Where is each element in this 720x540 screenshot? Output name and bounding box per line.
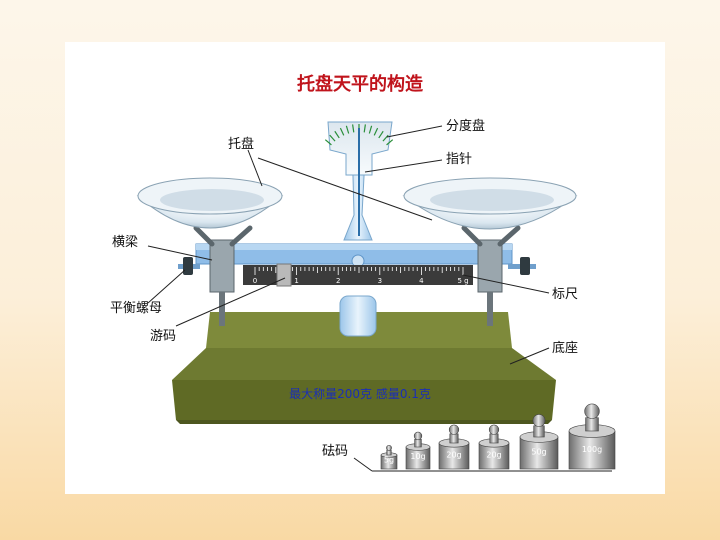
dial-tick: [382, 134, 389, 142]
diagram-title: 托盘天平的构造: [297, 73, 423, 95]
weights-set: 5g 10g 20g 20g 50g 100g: [380, 403, 616, 470]
dial-tick: [386, 139, 394, 146]
weight-5[interactable]: 100g: [568, 403, 616, 470]
capacity-text: 最大称量200克 感量0.1克: [289, 386, 431, 401]
label-balance-nut: 平衡螺母: [110, 301, 162, 316]
dial-tick: [373, 127, 379, 136]
label-pointer: 指针: [446, 152, 472, 167]
dial-tick: [324, 139, 332, 146]
scale-tick-label: 3: [378, 277, 382, 285]
dial-tick: [339, 127, 345, 136]
weight-label: 5g: [384, 456, 394, 465]
scale-bar: 0 1 2 3 4 5 g: [243, 263, 473, 287]
weight-label: 20g: [486, 450, 501, 459]
label-weights: 砝码: [322, 444, 348, 459]
leader-lines: [147, 125, 612, 472]
weight-1[interactable]: 10g: [405, 431, 431, 470]
scale-tick-label: 5 g: [457, 277, 468, 285]
left-balance-nut: [183, 257, 193, 275]
dial: [324, 121, 394, 236]
label-rider: 游码: [150, 329, 176, 344]
label-beam: 横梁: [112, 235, 138, 250]
right-pan: [402, 177, 578, 230]
right-balance-nut: [520, 257, 530, 275]
scale-tick-label: 0: [253, 277, 257, 285]
weight-4[interactable]: 50g: [519, 414, 559, 470]
label-dial: 分度盘: [446, 118, 485, 134]
pan-supports: [193, 225, 521, 326]
label-base: 底座: [552, 340, 578, 356]
weight-label: 10g: [410, 452, 425, 461]
label-pan: 托盘: [228, 136, 254, 152]
scale-tick-label: 1: [294, 277, 298, 285]
weight-label: 20g: [446, 450, 461, 459]
left-pan: [136, 177, 284, 229]
dial-tick: [378, 130, 384, 139]
label-scale: 标尺: [552, 287, 578, 302]
scale-tick-label: 2: [336, 277, 340, 285]
weight-label: 50g: [531, 448, 546, 457]
dial-tick: [329, 134, 336, 142]
weight-label: 100g: [582, 445, 602, 454]
rider[interactable]: [276, 263, 292, 287]
dial-tick: [345, 125, 350, 134]
dial-tick: [368, 125, 373, 134]
dial-tick: [352, 124, 355, 133]
weight-3[interactable]: 20g: [478, 424, 510, 470]
dial-tick: [363, 124, 366, 133]
dial-tick: [334, 130, 340, 139]
weight-0[interactable]: 5g: [380, 444, 398, 470]
weight-2[interactable]: 20g: [438, 424, 470, 470]
scale-tick-label: 4: [419, 277, 424, 285]
